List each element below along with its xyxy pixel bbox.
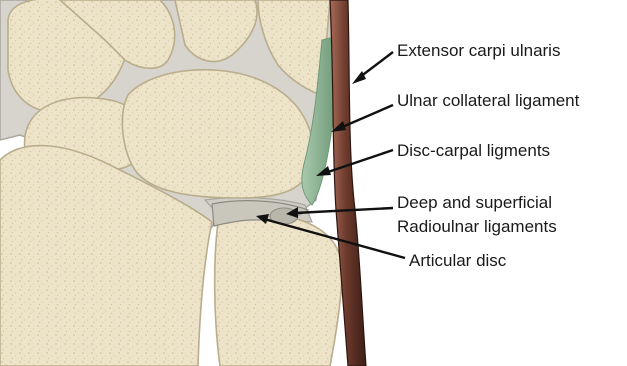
- label-disc-carpal-ligaments: Disc-carpal ligments: [397, 140, 550, 161]
- label-radioulnar-ligaments: Radioulnar ligaments: [397, 216, 557, 237]
- label-articular-disc: Articular disc: [409, 250, 506, 271]
- arrow-extensor-carpi-ulnaris: [352, 52, 393, 84]
- label-extensor-carpi-ulnaris: Extensor carpi ulnaris: [397, 40, 560, 61]
- label-deep-superficial: Deep and superficial: [397, 192, 552, 213]
- label-ulnar-collateral-ligament: Ulnar collateral ligament: [397, 90, 579, 111]
